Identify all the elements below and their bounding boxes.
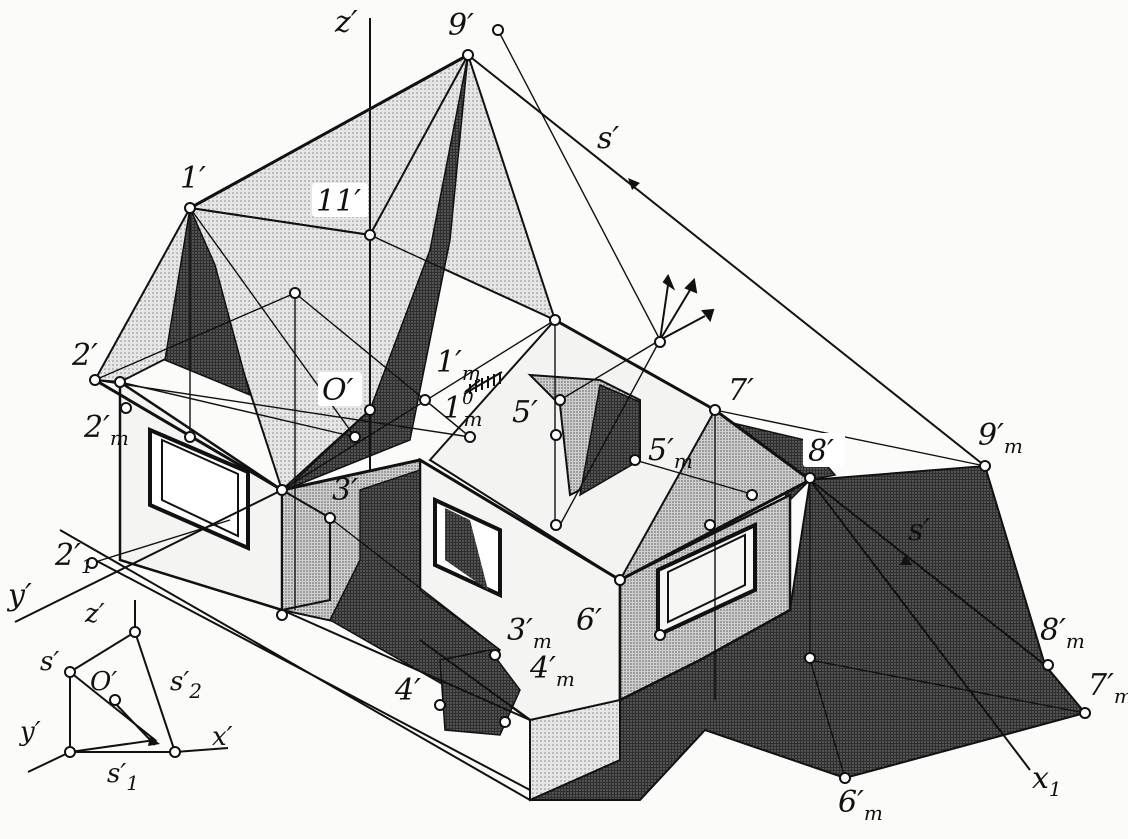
- inset-axes-diagram: z′ s′ O′ s′2 y′ x′ s′1: [19, 599, 233, 795]
- label-11: 11′: [316, 184, 361, 219]
- label-21: 2′1: [54, 538, 94, 578]
- label-7t: 7′т: [1088, 668, 1128, 708]
- label-x1: x1: [1032, 761, 1062, 801]
- eave-left: [94, 378, 811, 582]
- light-ray-s: [467, 54, 986, 467]
- label-1: 1′: [180, 161, 206, 196]
- label-3: 3′: [332, 473, 358, 508]
- inset-label-s: s′: [40, 647, 59, 677]
- label-s-lower: s′: [908, 513, 930, 548]
- label-y: y′: [6, 578, 32, 613]
- label-4t: 4′т: [529, 651, 575, 691]
- step-shadow: [439, 649, 521, 736]
- inset-label-s2: s′2: [170, 667, 202, 703]
- label-6: 6′: [576, 603, 602, 638]
- light-ray-lower-arrow: [900, 555, 912, 565]
- label-8: 8′: [808, 434, 834, 469]
- label-3t: 3′т: [507, 613, 552, 653]
- ridge-line: [189, 53, 469, 210]
- hatch-marks: [463, 371, 503, 395]
- label-o: O′: [322, 373, 354, 408]
- porch-column: [281, 488, 331, 612]
- y-axis: [14, 489, 283, 623]
- label-9t: 9′т: [978, 418, 1023, 458]
- ground-outline: [59, 382, 531, 801]
- ground-base: [281, 609, 531, 800]
- label-9: 9′: [448, 8, 474, 43]
- label-5: 5′: [512, 395, 538, 430]
- label-5t: 5′т: [648, 433, 693, 473]
- window-left-inner: [161, 438, 239, 538]
- label-z: z′: [334, 5, 358, 40]
- inset-label-s1: s′1: [107, 759, 139, 795]
- label-2t: 2′т: [83, 410, 129, 450]
- light-ray-lower: [809, 479, 1046, 666]
- label-7: 7′: [728, 373, 754, 408]
- roof-shadow-left: [164, 205, 252, 397]
- label-4: 4′: [394, 673, 421, 708]
- label-6t: 6′т: [838, 785, 883, 825]
- window-center-shadow: [445, 508, 488, 590]
- points: [86, 24, 1091, 784]
- inset-label-y: y′: [19, 717, 41, 747]
- inset-label-z: z′: [84, 599, 105, 629]
- construction-rays: [91, 29, 1086, 779]
- label-s-main: s′: [597, 121, 619, 156]
- label-8t: 8′т: [1040, 613, 1085, 653]
- inset-label-o: O′: [90, 667, 117, 697]
- sun-direction-arrows: [659, 273, 715, 341]
- window-right-inner: [667, 533, 746, 624]
- x1-axis: [809, 479, 1031, 771]
- light-ray-arrow: [628, 178, 640, 190]
- inset-label-x: x′: [212, 722, 233, 752]
- label-1t: 1′т: [436, 345, 481, 385]
- label-2: 2′: [71, 338, 98, 373]
